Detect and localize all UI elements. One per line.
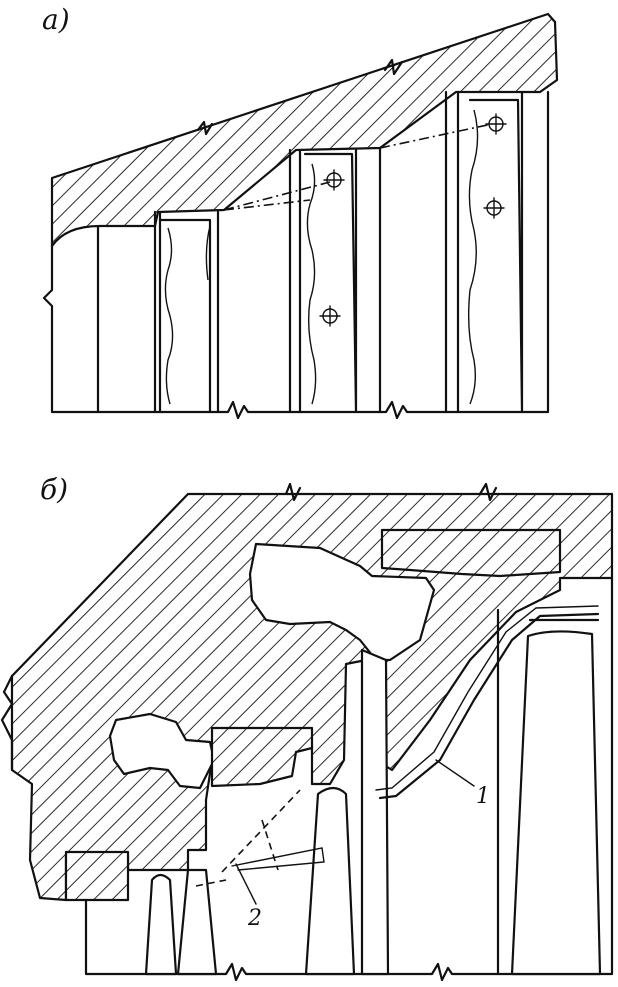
panel-b-dashed-cut-3 [195,879,227,887]
panel-a-blade-2-profile [306,163,317,405]
panel-a-break-mark-2 [383,58,404,76]
panel-b-break-mark-2 [478,482,498,502]
panel-b-lower-seal-insert [210,726,314,788]
panel-b-blade-3 [304,786,356,976]
panel-a-body-outline [42,90,550,420]
panel-b-dashed-cut-4 [261,819,279,871]
panel-a-break-mark-1 [196,120,214,136]
panel-b-blade-root-2 [176,868,218,976]
panel-b-break-mark-1 [284,482,302,502]
panel-b-honeycomb-strip [378,612,600,800]
panel-b-label: б) [40,473,69,506]
panel-b-honeycomb-strip-inner [375,605,599,791]
panel-b-blade-4-stem [360,648,390,976]
panel-a-blade-2 [288,146,382,414]
callout-2-label: 2 [248,906,262,931]
panel-b [0,482,614,982]
panel-b-dashed-cut-2 [221,789,301,873]
callout-1-label: 1 [476,784,490,809]
panel-a-centerline-1 [223,181,331,211]
panel-b-left-insert [64,850,130,902]
panel-b-left-break-mark [0,674,14,772]
panel-b-lower-cavity [108,712,216,790]
panel-b-upper-seal-insert [380,528,562,578]
panel-a [42,12,559,420]
panel-a-centerline-2 [223,199,311,211]
panel-b-leader-line-1 [435,759,475,787]
panel-a-blade-3-profile [467,109,479,405]
panel-a-casing-section [50,12,559,248]
panel-a-blade-1 [153,210,220,414]
panel-a-centerline-3 [379,123,493,149]
panel-a-crosshair-markers [319,113,507,327]
panel-b-leader-line-2 [231,847,325,905]
panel-a-label: а) [42,3,70,36]
panel-b-blade-stub-1 [144,873,178,976]
panel-a-blade-3 [444,90,524,414]
panel-b-blade-5 [510,630,602,976]
panel-a-blade-1-profile [164,225,211,405]
